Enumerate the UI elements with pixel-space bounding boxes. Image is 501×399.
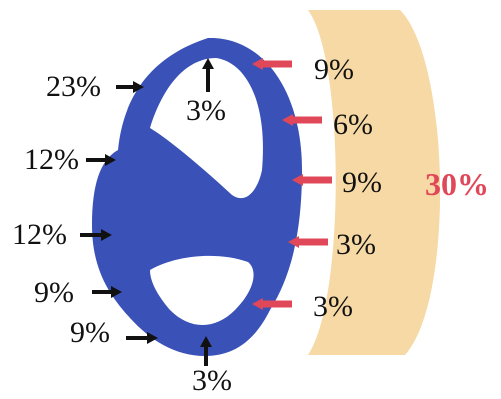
inner-label-top: 3% [186,94,226,127]
inner-arrow-4-head [288,236,299,248]
outer-arrows [80,58,214,366]
left-label-2: 12% [24,143,79,176]
inner-arrow-3-head [292,174,303,186]
right-label-3: 9% [342,166,382,199]
outer-arrow-5-head [147,332,158,344]
right-label-1: 9% [314,53,354,86]
right-panel [308,10,441,355]
outer-arrow-2-head [105,154,116,166]
inner-arrow-1-head [252,58,263,70]
left-label-5: 9% [70,316,110,349]
inner-arrows [252,58,332,310]
total-label: 30% [425,166,489,202]
right-label-2: 6% [333,108,373,141]
left-label-4: 9% [34,276,74,309]
outer-arrow-1-head [133,81,144,93]
outer-arrow-4-head [111,286,122,298]
inner-arrow-5-head [252,298,263,310]
ring-shape [92,37,302,356]
inner-arrow-2-head [282,114,293,126]
right-label-5: 3% [313,290,353,323]
outer-arrow-top-head [202,58,214,69]
inner-label-bottom: 3% [192,364,232,397]
right-label-4: 3% [336,228,376,261]
outer-arrow-3-head [101,229,112,241]
left-label-1: 23% [46,70,101,103]
left-label-3: 12% [12,218,67,251]
outer-arrow-bottom-head [200,336,212,347]
